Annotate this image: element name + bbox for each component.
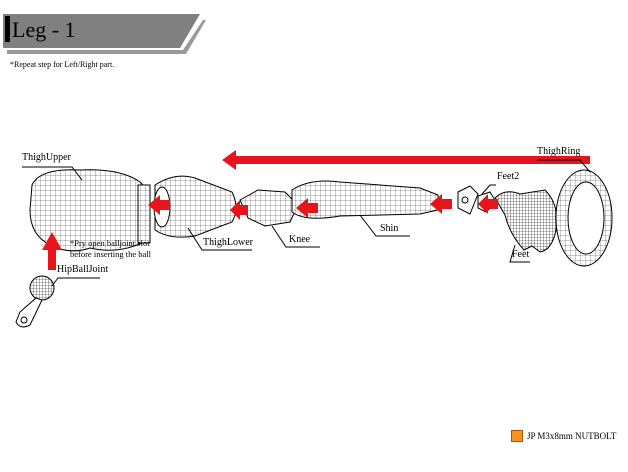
knee-part bbox=[239, 189, 299, 227]
assembly-arrows bbox=[42, 150, 590, 270]
thigh-upper-part bbox=[29, 169, 151, 252]
label-shin: Shin bbox=[380, 223, 399, 234]
title-banner bbox=[3, 14, 206, 54]
pry-instruction: *Pry open balljoint slot before insertin… bbox=[70, 238, 151, 260]
pry-line-2: before inserting the ball bbox=[70, 249, 151, 259]
label-thigh-upper: ThighUpper bbox=[22, 152, 71, 163]
label-thigh-ring: ThighRing bbox=[537, 146, 581, 157]
legend: JP M3x8mm NUTBOLT bbox=[511, 430, 616, 442]
nutbolt-swatch bbox=[511, 430, 523, 442]
thigh-ring-part bbox=[555, 169, 613, 267]
title-accent-bar bbox=[5, 16, 10, 42]
leader-lines bbox=[22, 159, 591, 287]
label-knee: Knee bbox=[289, 234, 311, 245]
repeat-note: *Repeat step for Left/Right part. bbox=[10, 60, 115, 69]
page-title: Leg - 1 bbox=[12, 17, 76, 42]
hip-ball-joint-part bbox=[15, 275, 55, 328]
pry-line-1: *Pry open balljoint slot bbox=[70, 238, 150, 248]
legend-label: JP M3x8mm NUTBOLT bbox=[527, 431, 617, 441]
label-feet: Feet bbox=[512, 249, 530, 260]
label-hip-ball-joint: HipBallJoint bbox=[57, 264, 109, 275]
label-thigh-lower: ThighLower bbox=[203, 237, 253, 248]
label-feet2: Feet2 bbox=[497, 171, 520, 182]
feet-part bbox=[494, 189, 558, 253]
